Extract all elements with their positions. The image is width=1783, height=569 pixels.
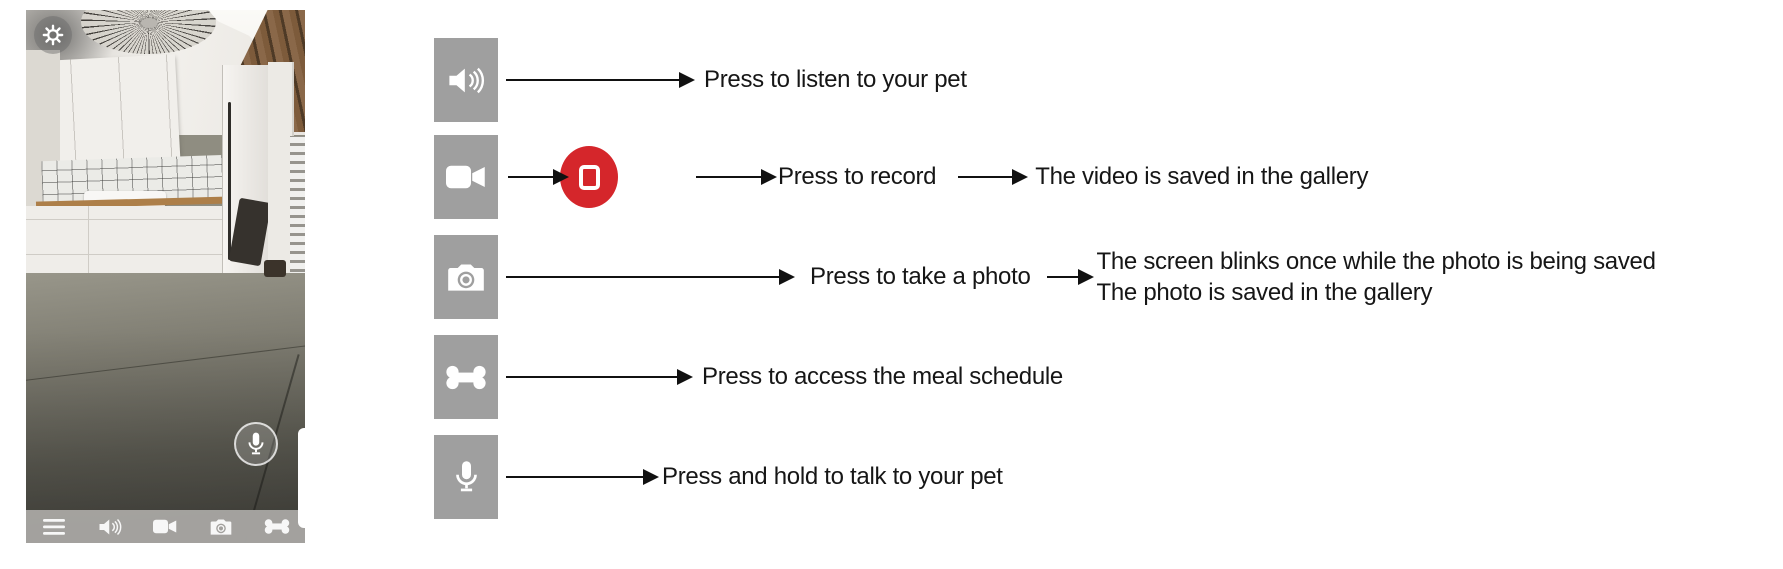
bone-icon [264, 519, 290, 534]
speaker-icon [449, 67, 485, 93]
arrow [506, 369, 693, 385]
legend-label: Press to record [778, 163, 937, 190]
arrow [506, 469, 659, 485]
legend-row-meal: Press to access the meal schedule [434, 335, 1063, 419]
ceiling-fan-hub [141, 18, 157, 28]
speaker-icon [99, 518, 122, 535]
legend-result-line1: The screen blinks once while the photo i… [1096, 248, 1656, 275]
photo-camera-icon [210, 518, 232, 535]
legend-row-record: Press to record The video is saved in th… [434, 135, 1369, 219]
arrow [506, 72, 695, 88]
legend-row-photo: Press to take a photo The screen blinks … [434, 235, 1656, 319]
bag-on-floor [264, 260, 286, 277]
fridge-handle [228, 102, 231, 260]
microphone-button-illustration [434, 435, 498, 519]
microphone-icon [455, 461, 477, 492]
camera-toolbar [26, 510, 305, 543]
gear-icon [42, 24, 64, 46]
arrow [958, 169, 1029, 185]
legend-label: Press and hold to talk to your pet [662, 463, 1003, 490]
video-camera-button-illustration [434, 135, 498, 219]
microphone-icon [248, 432, 264, 455]
speaker-button-illustration [434, 38, 498, 122]
legend-result-block: The screen blinks once while the photo i… [1097, 248, 1656, 306]
video-camera-icon [153, 519, 177, 534]
arrow [1046, 269, 1094, 285]
arrow [696, 169, 777, 185]
arrow [508, 169, 569, 185]
talk-button[interactable] [234, 422, 278, 466]
record-stop-button-illustration [560, 146, 618, 208]
bone-icon [446, 365, 486, 389]
legend-label: Press to listen to your pet [704, 66, 967, 93]
settings-button[interactable] [34, 16, 72, 54]
photo-camera-icon [448, 263, 484, 291]
legend-result: The video is saved in the gallery [1035, 163, 1369, 190]
legend-label: Press to access the meal schedule [702, 363, 1063, 390]
camera-live-view [26, 10, 305, 543]
record-stop-icon [578, 164, 600, 190]
window-shutters [290, 136, 305, 278]
photo-camera-button-illustration [434, 235, 498, 319]
video-camera-icon [446, 165, 485, 189]
legend-label: Press to take a photo [810, 263, 1031, 290]
menu-icon [42, 518, 65, 535]
legend-row-listen: Press to listen to your pet [434, 38, 967, 122]
legend-result-line2: The photo is saved in the gallery [1096, 279, 1433, 306]
legend-row-talk: Press and hold to talk to your pet [434, 435, 1003, 519]
side-panel-tab [298, 428, 305, 528]
bone-button-illustration [434, 335, 498, 419]
arrow [506, 269, 795, 285]
